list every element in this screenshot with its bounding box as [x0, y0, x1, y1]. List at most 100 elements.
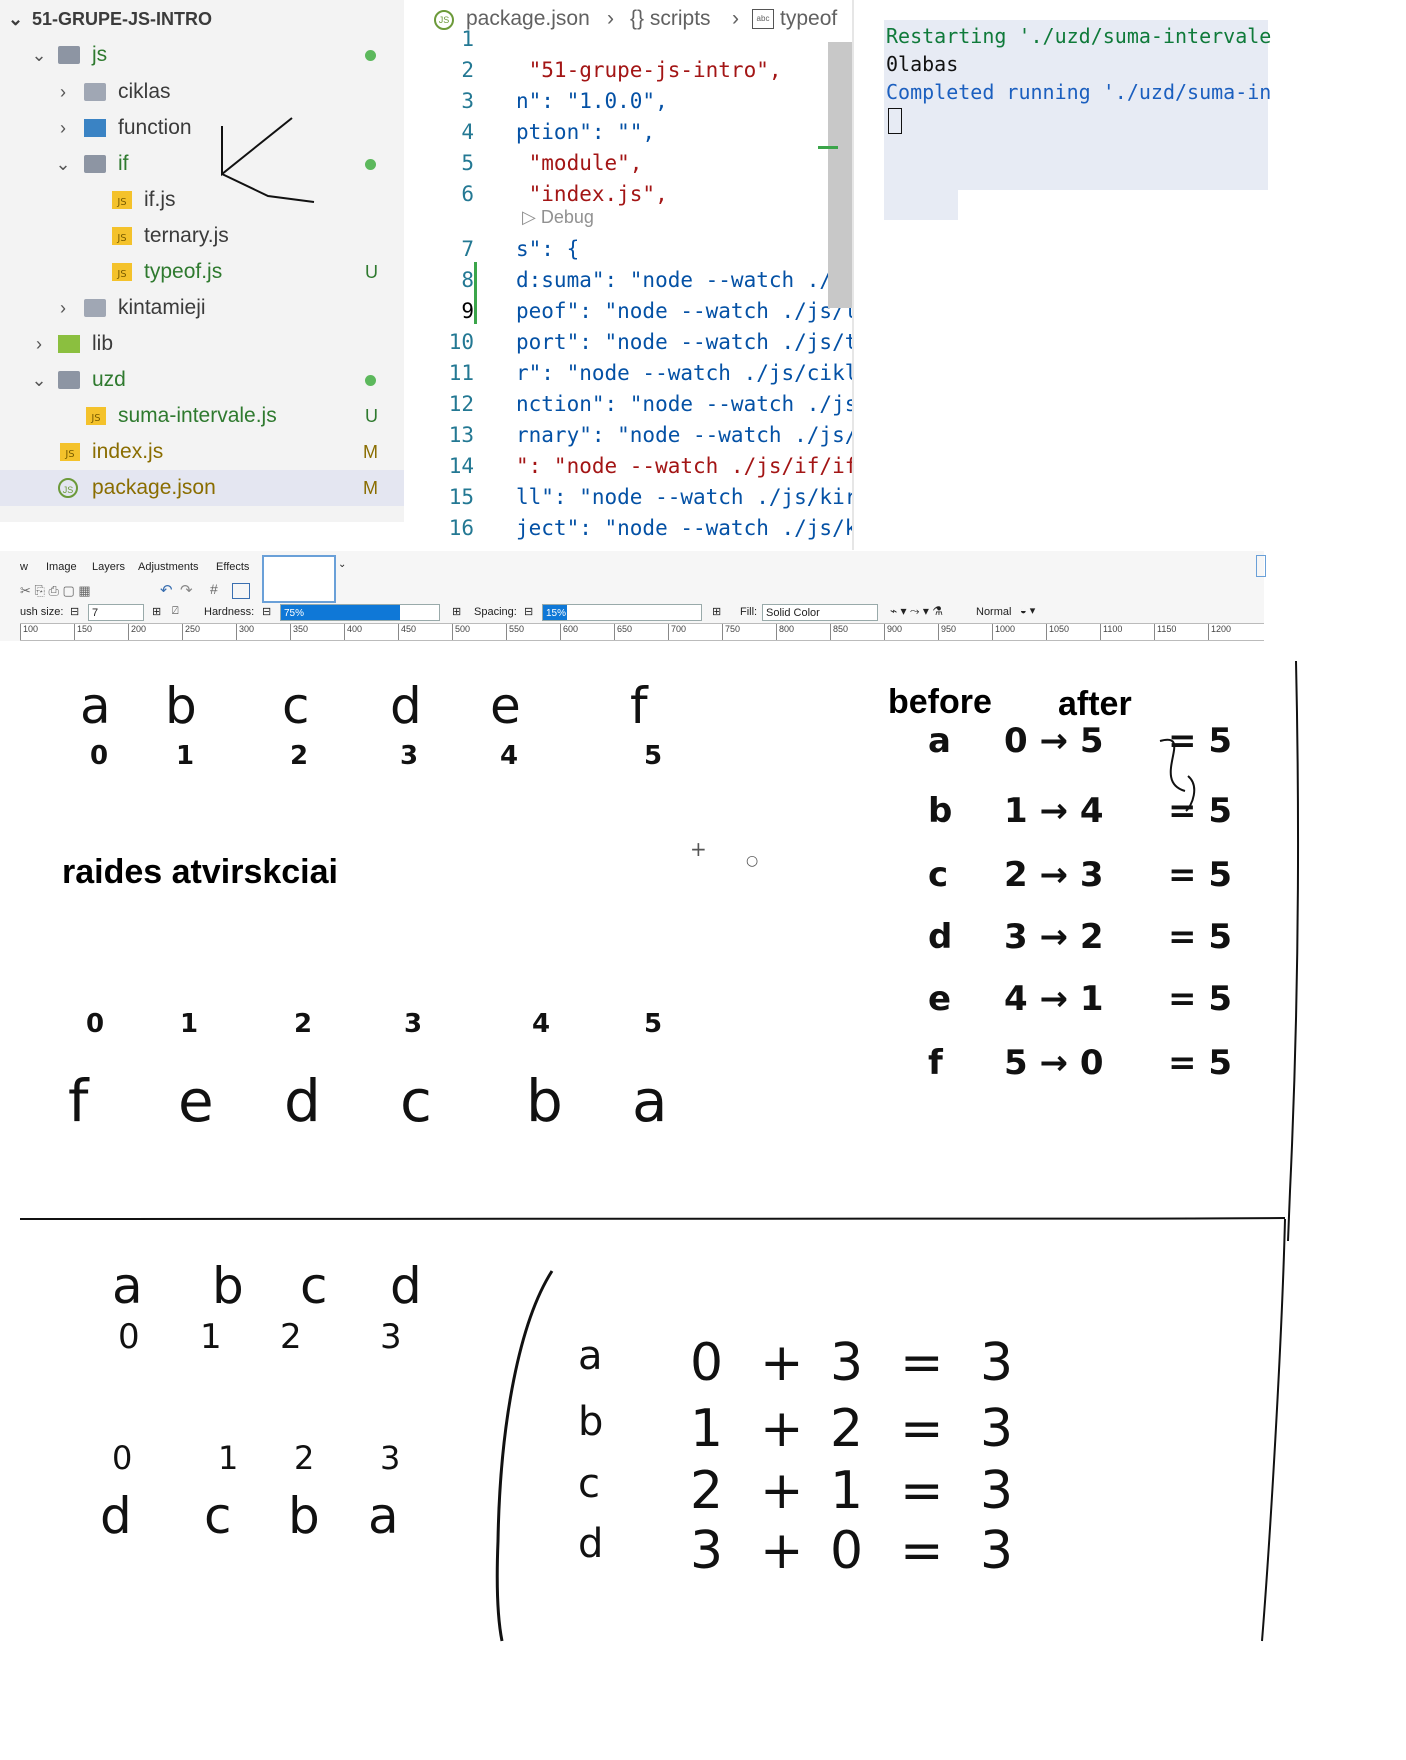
tree-item-label: kintamieji	[118, 296, 206, 319]
sum-equals: =	[900, 1333, 944, 1393]
tree-item-label: js	[92, 43, 108, 66]
tree-item-function[interactable]: › function	[0, 110, 404, 146]
menu-item-adjustments[interactable]: Adjustments	[138, 561, 199, 573]
editor-scrollbar[interactable]	[828, 42, 852, 308]
json-file-icon: JS	[434, 10, 454, 30]
handwritten-index: 0	[90, 741, 109, 771]
tree-item-label: typeof.js	[144, 260, 223, 283]
mapping-letter: b	[928, 791, 953, 831]
ruler-tick: 800	[776, 624, 794, 640]
code-line[interactable]: 14": "node --watch ./js/if/if	[404, 451, 854, 482]
redo-icon[interactable]: ↷	[180, 582, 193, 599]
line-number: 13	[448, 423, 474, 447]
code-line[interactable]: 2 "51-grupe-js-intro",	[404, 55, 854, 86]
line-number: 14	[448, 454, 474, 478]
tree-item-typeof-js[interactable]: JS typeof.js U	[0, 254, 404, 290]
brush-cursor-icon: ○	[746, 853, 759, 869]
brush-size-input[interactable]: 7	[88, 604, 144, 621]
ruler-toggle-icon[interactable]	[232, 583, 250, 599]
sum-result: 3	[980, 1461, 1014, 1521]
tree-item-package-json[interactable]: JS package.json M	[0, 470, 404, 506]
spacing-slider[interactable]: 15%	[542, 604, 702, 621]
alpha-mode-icon[interactable]: ◒ ▾	[1020, 605, 1036, 617]
minus-icon[interactable]: ⊟	[524, 606, 534, 618]
antialias-icon[interactable]: ⍁	[172, 605, 179, 617]
line-number: 3	[461, 89, 474, 113]
tree-item-label: lib	[92, 332, 114, 355]
handwritten-letter: d	[390, 1257, 422, 1315]
undo-icon[interactable]: ↶	[160, 582, 173, 599]
tree-item-lib[interactable]: › lib	[0, 326, 404, 362]
hardness-slider[interactable]: 75%	[280, 604, 440, 621]
tree-item-js[interactable]: ⌄ js	[0, 37, 404, 73]
terminal-panel[interactable]: Restarting './uzd/suma-intervale 0labas …	[862, 0, 1406, 220]
tree-item-if[interactable]: ⌄ if	[0, 146, 404, 182]
handwritten-index: 5	[644, 1009, 663, 1039]
js-file-icon: JS	[112, 263, 132, 281]
minus-icon[interactable]: ⊟	[70, 606, 80, 618]
handwritten-index: 3	[400, 741, 419, 771]
tree-item-kintamieji[interactable]: › kintamieji	[0, 290, 404, 326]
explorer-root-header[interactable]: ⌄ 51-GRUPE-JS-INTRO	[0, 0, 404, 38]
sum-operand-b: 2	[830, 1399, 864, 1459]
blend-tools-icons[interactable]: ⌁ ▾ ⤳ ▾ ⚗	[890, 604, 943, 618]
plus-icon[interactable]: ⊞	[152, 606, 162, 618]
fill-select[interactable]: Solid Color	[762, 604, 878, 621]
menu-item-effects[interactable]: Effects	[216, 561, 250, 573]
menu-item-image[interactable]: Image	[46, 561, 77, 573]
ruler-tick: 550	[506, 624, 524, 640]
tree-item-uzd[interactable]: ⌄ uzd	[0, 362, 404, 398]
handwritten-index: 2	[294, 1439, 315, 1477]
handwritten-letter: a	[632, 1067, 668, 1135]
ruler-tick: 850	[830, 624, 848, 640]
blend-mode-select[interactable]: Normal	[976, 606, 1012, 618]
image-thumbnail-tab[interactable]	[262, 555, 336, 603]
code-line[interactable]: 6 "index.js",	[404, 179, 854, 210]
spacing-value: 15%	[546, 608, 567, 619]
code-text: r": "node --watch ./js/cikl	[516, 361, 854, 385]
plus-icon[interactable]: ⊞	[712, 606, 722, 618]
tree-item-index-js[interactable]: JS index.js M	[0, 434, 404, 470]
line-number: 16	[448, 516, 474, 540]
minus-icon[interactable]: ⊟	[262, 606, 272, 618]
git-status-badge: U	[365, 406, 378, 426]
code-editor[interactable]: JS package.json › {} scripts › abc typeo…	[404, 0, 854, 550]
tree-item-ternary-js[interactable]: JS ternary.js	[0, 218, 404, 254]
menu-item-layers[interactable]: Layers	[92, 561, 126, 573]
breadcrumb-file[interactable]: package.json	[466, 7, 590, 30]
panel-toggle-button[interactable]	[1256, 555, 1266, 577]
code-line[interactable]: 1	[404, 24, 854, 55]
scrollbar-change-marker	[818, 146, 838, 149]
mapping-result: = 5	[1168, 1043, 1232, 1083]
tree-item-label: ternary.js	[144, 224, 229, 247]
breadcrumb-typeof[interactable]: typeof	[780, 7, 838, 30]
plus-icon[interactable]: ⊞	[452, 606, 462, 618]
handwritten-index: 2	[294, 1009, 313, 1039]
sum-operand-b: 3	[830, 1333, 864, 1393]
handwritten-letter: b	[526, 1067, 563, 1135]
grid-icon[interactable]: #	[210, 581, 218, 597]
tree-item-ciklas[interactable]: › ciklas	[0, 74, 404, 110]
menu-item-view[interactable]: w	[20, 561, 28, 573]
tree-item-suma-intervale-js[interactable]: JS suma-intervale.js U	[0, 398, 404, 434]
code-line[interactable]: 5 "module",	[404, 148, 854, 179]
chevron-down-icon[interactable]: ⌄	[338, 559, 347, 570]
debug-codelens[interactable]: ▷ Debug	[522, 207, 594, 228]
ruler-tick: 1100	[1100, 624, 1122, 640]
tree-item-if-js[interactable]: JS if.js	[0, 182, 404, 218]
tree-item-label: package.json	[92, 476, 216, 499]
breadcrumb-scripts[interactable]: {} scripts	[630, 7, 711, 30]
